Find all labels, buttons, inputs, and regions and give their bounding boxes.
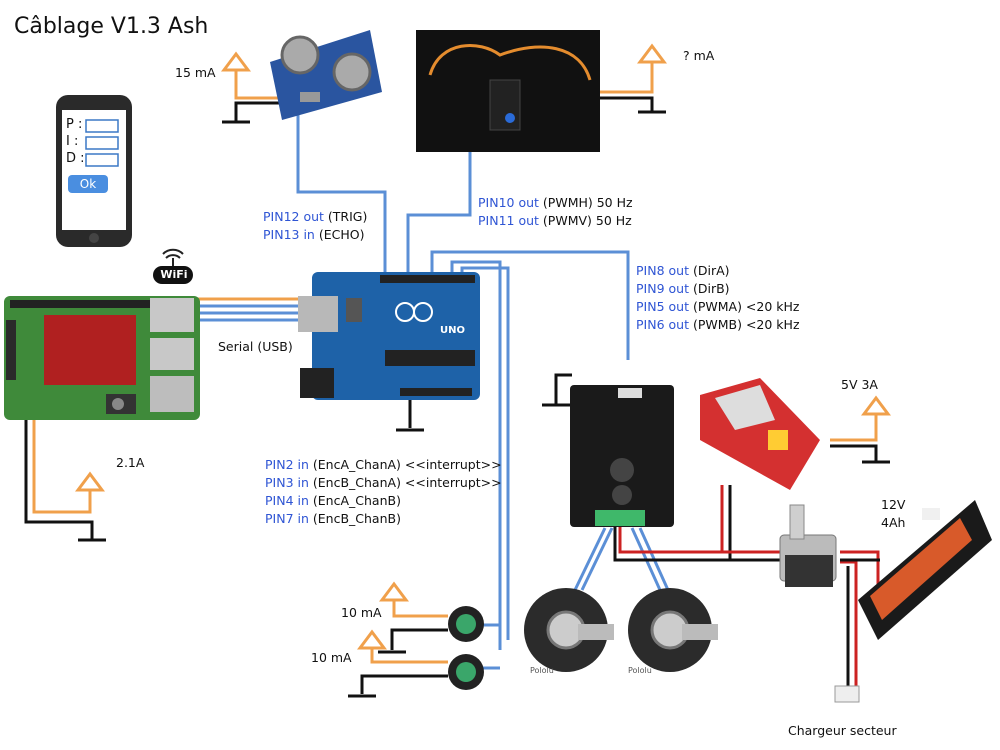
wifi-label: WiFi <box>160 268 188 281</box>
ultrasonic-sensor <box>270 30 382 120</box>
pin-line: PIN13 in (ECHO) <box>263 227 365 242</box>
pin-line: PIN7 in (EncB_ChanB) <box>265 511 401 526</box>
pin-line: PIN9 out (DirB) <box>636 281 730 296</box>
encoder2-current: 10 mA <box>311 650 352 665</box>
smartphone <box>56 95 132 247</box>
pin-line: PIN12 out (TRIG) <box>263 209 368 224</box>
battery-pack <box>858 500 992 640</box>
wheel-right <box>628 588 718 672</box>
pin-line: PIN4 in (EncA_ChanB) <box>265 493 401 508</box>
pin-line: PIN3 in (EncB_ChanA) <<interrupt>> <box>265 475 502 490</box>
toggle-switch <box>779 504 837 587</box>
pin-line: PIN10 out (PWMH) 50 Hz <box>478 195 633 210</box>
wire-encoders-b <box>460 266 510 640</box>
encoder-motor-2 <box>448 654 484 690</box>
servo-current: ? mA <box>683 48 715 63</box>
wire-encoders-a <box>450 260 502 650</box>
charger-plug <box>834 685 860 703</box>
power-symbols <box>24 43 891 698</box>
encoder1-current: 10 mA <box>341 605 382 620</box>
battery-voltage: 12V <box>881 497 906 512</box>
d-input[interactable] <box>85 153 119 167</box>
voltage-regulator <box>700 378 820 490</box>
ultrasonic-current: 15 mA <box>175 65 216 80</box>
raspberry-current: 2.1A <box>116 455 145 470</box>
pin-line: PIN2 in (EncA_ChanA) <<interrupt>> <box>265 457 502 472</box>
encoder-motor-1 <box>448 606 484 642</box>
battery-capacity: 4Ah <box>881 515 906 530</box>
p-label: P : <box>66 117 83 132</box>
d-label: D : <box>66 151 85 166</box>
regulator-output: 5V 3A <box>841 377 878 392</box>
i-input[interactable] <box>85 136 119 150</box>
serial-label: Serial (USB) <box>218 339 293 354</box>
pin-line: PIN8 out (DirA) <box>636 263 730 278</box>
arduino-label: UNO <box>440 325 465 336</box>
motor-driver <box>570 385 674 527</box>
i-label: I : <box>66 134 79 149</box>
wheel-left <box>524 588 614 672</box>
charger-label: Chargeur secteur <box>788 723 897 738</box>
ok-button-label[interactable]: Ok <box>79 177 97 191</box>
wire-servo <box>406 152 472 272</box>
arduino-uno <box>298 272 480 400</box>
signal-wires <box>195 108 670 670</box>
wire-motor-driver <box>430 250 630 360</box>
p-input[interactable] <box>85 119 119 133</box>
wifi-icon <box>153 248 193 284</box>
raspberry-pi <box>4 296 200 420</box>
wire-ultrasonic <box>296 108 387 272</box>
servo-pan-tilt <box>416 30 600 152</box>
pin-line: PIN5 out (PWMA) <20 kHz <box>636 299 800 314</box>
ok-button[interactable] <box>68 175 108 193</box>
pin-line: PIN6 out (PWMB) <20 kHz <box>636 317 800 332</box>
pin-line: PIN11 out (PWMV) 50 Hz <box>478 213 632 228</box>
diagram-title: Câblage V1.3 Ash <box>14 14 209 39</box>
wheel-right-brand: Pololu <box>628 666 652 675</box>
wheel-left-brand: Pololu <box>530 666 554 675</box>
